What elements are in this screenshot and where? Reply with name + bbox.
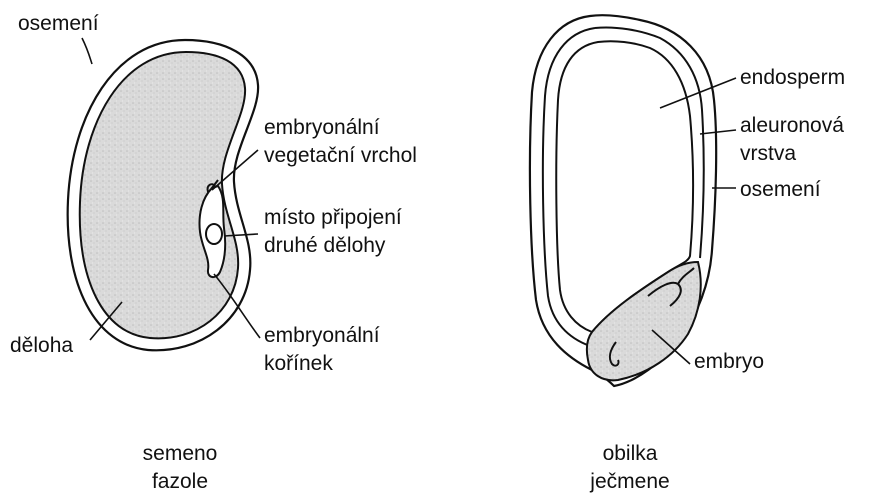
bean-cotyledon-attachment xyxy=(206,224,222,244)
caption-bean-line-1: semeno xyxy=(143,442,218,465)
bean-seed: osemení embryonální vegetační vrchol mís… xyxy=(10,12,417,493)
label-bean-radicle-2: kořínek xyxy=(264,352,333,375)
label-barley-embryo: embryo xyxy=(694,350,764,373)
label-bean-attachment-1: místo připojení xyxy=(264,206,402,229)
label-barley-aleurone-2: vrstva xyxy=(740,142,796,165)
caption-barley-line-1: obilka xyxy=(603,442,658,465)
label-barley-seed-coat: osemení xyxy=(740,178,821,201)
label-bean-radicle-1: embryonální xyxy=(264,324,380,347)
label-bean-seed-coat: osemení xyxy=(18,12,99,35)
caption-barley-line-2: ječmene xyxy=(589,470,669,493)
barley-grain: endosperm aleuronová vrstva osemení embr… xyxy=(530,15,845,493)
label-barley-endosperm: endosperm xyxy=(740,66,845,89)
label-bean-attachment-2: druhé dělohy xyxy=(264,234,386,257)
leader-bean-seed-coat xyxy=(82,38,92,64)
label-bean-shoot-tip-1: embryonální xyxy=(264,116,380,139)
label-barley-aleurone-1: aleuronová xyxy=(740,114,844,137)
label-bean-shoot-tip-2: vegetační vrchol xyxy=(264,144,417,167)
caption-bean-line-2: fazole xyxy=(152,470,208,493)
label-bean-cotyledon: děloha xyxy=(10,334,73,357)
